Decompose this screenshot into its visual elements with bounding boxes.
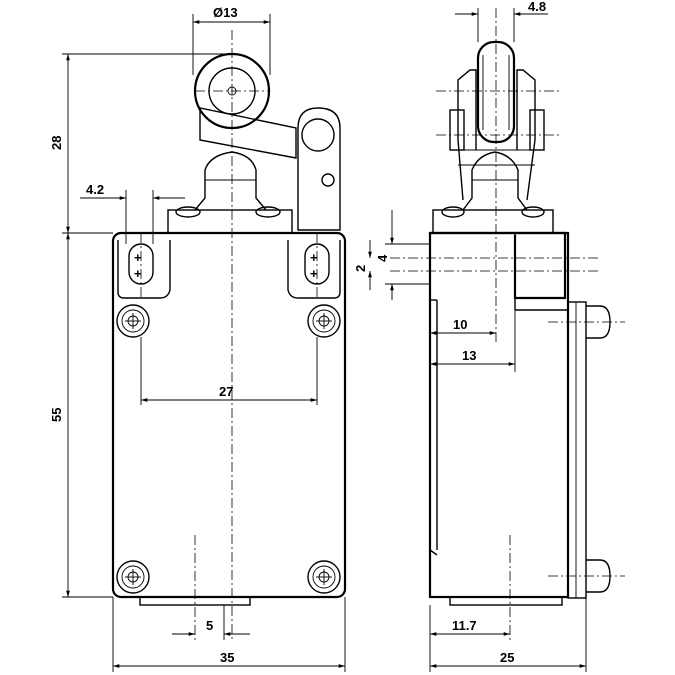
front-screw-bottom-left [116, 560, 150, 594]
side-body-main [428, 231, 570, 599]
dim-bottom-offset: 5 [206, 618, 213, 633]
dim-body-height: 55 [49, 408, 64, 422]
dim-slot-width: 2 [353, 265, 368, 272]
dim-body-depth: 25 [500, 650, 514, 665]
front-head-screw-right [255, 206, 281, 218]
dim-actuator-height: 28 [49, 136, 64, 150]
front-lever-pivot [301, 118, 335, 152]
side-head-plate [432, 209, 554, 234]
dim-slot-height: 4 [375, 254, 390, 262]
front-slot-left-plus: + [134, 250, 142, 265]
front-lever-support [297, 107, 341, 231]
front-head-screw-left [175, 206, 201, 218]
front-slot-left-plus2: + [134, 266, 142, 281]
front-screw-bottom-right [307, 560, 341, 594]
front-lever-arm [199, 107, 297, 159]
side-cover-plate [567, 301, 587, 599]
side-plunger [462, 151, 528, 211]
front-view: + + + + [111, 30, 347, 640]
front-screw-top-left [116, 304, 150, 338]
front-plunger [194, 151, 267, 211]
front-slot-right-plus: + [310, 250, 318, 265]
front-screw-top-right [307, 304, 341, 338]
dim-screw-spacing: 27 [219, 384, 233, 399]
dim-roller-width: 4.8 [528, 0, 546, 14]
dim-body-width: 35 [220, 650, 234, 665]
front-body [111, 231, 347, 599]
front-lever-small-hole [321, 173, 335, 187]
side-body [430, 231, 567, 300]
side-bottom-foot [449, 596, 563, 606]
side-view [390, 8, 625, 640]
front-head-plate [167, 209, 293, 234]
dim-offset-13: 13 [462, 348, 476, 363]
front-body-inner-line [117, 240, 171, 299]
front-slot-right-plus2: + [310, 266, 318, 281]
dim-side-offset: 11.7 [452, 618, 477, 633]
dim-slot-spacing: 4.2 [86, 182, 104, 197]
dim-offset-10: 10 [453, 317, 467, 332]
dim-roller-diameter: Ø13 [213, 5, 238, 20]
front-body-inner-line-right [287, 240, 341, 299]
